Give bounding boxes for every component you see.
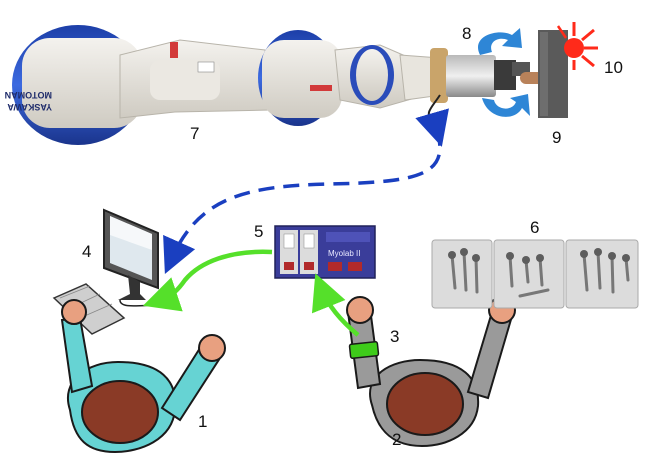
parts-tray: [431, 239, 639, 309]
label-parts-tray: 6: [530, 218, 540, 237]
acquisition-device: Myolab II: [274, 225, 376, 279]
label-light-indicator: 10: [604, 58, 623, 77]
computer: [52, 208, 159, 335]
subject-right-arm: [466, 310, 514, 400]
label-subject: 2: [392, 430, 402, 449]
label-robot-arm: 7: [190, 124, 200, 143]
robot-model-text: MOTOMAN: [5, 90, 52, 100]
device-name: Myolab II: [328, 249, 360, 258]
label-operator: 1: [198, 412, 208, 431]
subject-figure: [346, 296, 516, 448]
device-to-computer-arrow: [142, 249, 273, 312]
subject-head: [386, 372, 464, 436]
label-computer: 4: [82, 242, 92, 261]
operator-head: [81, 380, 159, 444]
operator-left-hand: [61, 299, 87, 325]
operator-right-hand: [198, 334, 226, 362]
label-target-block: 9: [552, 128, 562, 147]
robot-command-dashed-arrow: [163, 108, 449, 274]
emg-sensor-band: [348, 341, 380, 359]
subject-left-hand: [346, 296, 374, 324]
light-indicator: [556, 22, 598, 70]
sensor-to-device-arrow: [311, 273, 360, 337]
label-acquisition-device: 5: [254, 222, 264, 241]
robot-arm: YASKAWA MOTOMAN: [5, 25, 548, 145]
label-emg-sensor: 3: [390, 327, 400, 346]
rotation-arrow: [477, 28, 530, 117]
robot-brand-text: YASKAWA: [7, 102, 52, 112]
robot-base-body: [22, 38, 142, 128]
robot-tool-flange: [446, 55, 496, 97]
label-gripper-rotation: 8: [462, 24, 472, 43]
operator-figure: [60, 299, 226, 454]
